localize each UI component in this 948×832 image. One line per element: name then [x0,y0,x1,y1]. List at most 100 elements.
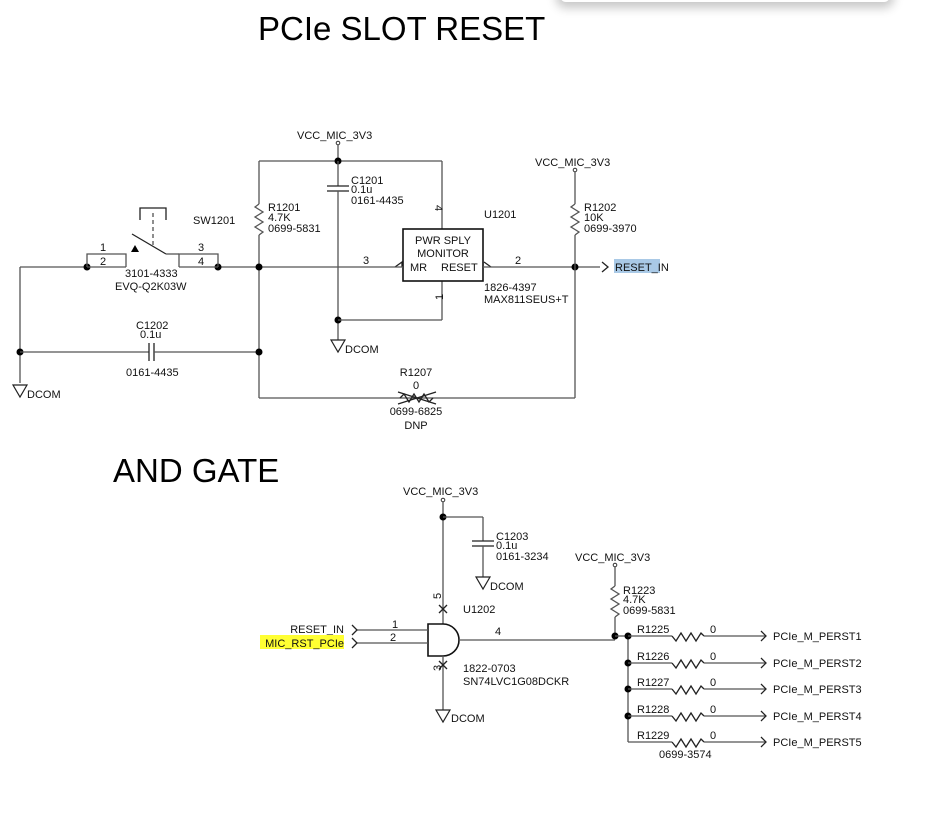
r1201-value: 4.7K [268,212,291,224]
active-low-mark-icon [483,261,492,268]
u1201-pin2-num: 2 [515,255,521,267]
c1203-value: 0.1u [496,540,517,552]
resistor-value: 0 [710,624,716,636]
sw1201-pin4: 4 [198,256,204,268]
gnd-label: DCOM [27,389,61,401]
net-port-arrow-icon [351,637,358,649]
r1207-pn: 0699-6825 [390,406,443,418]
net-label-perst[interactable]: PCIe_M_PERST2 [773,658,862,670]
resistor-icon [671,631,705,643]
resistor-icon [671,684,705,696]
net-label-perst[interactable]: PCIe_M_PERST4 [773,711,862,723]
vcc-port-icon [572,167,578,173]
vcc-port-icon [612,562,618,568]
ground-icon [329,339,347,354]
ground-icon [11,384,29,399]
resistor-icon [671,658,705,670]
c1202-value: 0.1u [140,329,161,341]
net-label-reset-in-input[interactable]: RESET_IN [290,624,344,636]
net-port-arrow-icon [760,710,767,722]
section-title-slot-reset: PCIe SLOT RESET [258,10,545,47]
r1207-ref: R1207 [400,367,432,379]
r1223-ref: R1223 [623,585,655,597]
sw1201-ref: SW1201 [193,215,235,227]
c1202-pn: 0161-4435 [126,367,179,379]
resistor-icon [671,711,705,723]
net-label-perst[interactable]: PCIe_M_PERST5 [773,737,862,749]
net-port-arrow-icon [760,736,767,748]
u1201-label-line1: PWR SPLY [415,235,472,247]
sw1201-pin3: 3 [198,242,204,254]
r1201-pn: 0699-5831 [268,223,321,235]
c1201-ref: C1201 [351,175,383,187]
u1202-ref: U1202 [463,604,495,616]
u1202-pin2-num: 2 [390,632,396,644]
switch-sw1201-icon [83,207,222,271]
u1201-value: MAX811SEUS+T [484,294,569,306]
net-label-perst[interactable]: PCIe_M_PERST1 [773,631,862,643]
resistor-ref: R1226 [637,651,669,663]
sw1201-pn: 3101-4333 [125,268,178,280]
r1207-value: 0 [413,380,419,392]
overlay-window-shadow [560,0,890,2]
r1223-pn: 0699-5831 [623,605,676,617]
r1223-value: 4.7K [623,594,646,606]
resistor-ref: R1225 [637,624,669,636]
junction-dot [255,348,263,356]
r1207-note: DNP [404,420,427,432]
active-low-mark-icon [394,260,403,268]
gnd-label: DCOM [451,713,485,725]
ic-u1201 [402,228,484,282]
r1201-ref: R1201 [268,202,300,214]
c1203-ref: C1203 [496,531,528,543]
r1202-value: 10K [584,212,604,224]
u1201-pin-reset: RESET [441,262,478,274]
vcc-port-icon [335,140,341,146]
junction-dot [255,263,263,271]
u1201-pin3-num: 3 [363,255,369,267]
u1202-pin4-num: 4 [495,626,501,638]
ground-icon [434,709,452,724]
vcc-label: VCC_MIC_3V3 [575,552,650,564]
vcc-port-icon [440,497,446,503]
resistor-r1202-icon [569,203,581,236]
u1201-pn: 1826-4397 [484,282,537,294]
net-label-reset-in[interactable]: RESET_IN [615,262,669,274]
net-label-mic-rst-pcie[interactable]: MIC_RST_PCIe [265,638,344,650]
vcc-label: VCC_MIC_3V3 [535,157,610,169]
u1201-pin1-num: 1 [434,294,446,300]
u1202-pin3-num: 3 [432,665,444,671]
resistor-value: 0 [710,651,716,663]
u1201-pin4-num: 4 [432,205,444,211]
sw1201-pin1: 1 [100,242,106,254]
reset-circuit: VCC_MIC_3V3 R1201 4.7K 0699-5831 C1201 0… [11,130,669,432]
net-label-perst[interactable]: PCIe_M_PERST3 [773,684,862,696]
resistor-r1201-icon [253,203,265,236]
r1202-pn: 0699-3970 [584,223,637,235]
c1201-pn: 0161-4435 [351,195,404,207]
u1201-label-line2: MONITOR [417,248,469,260]
resistor-ref: R1228 [637,704,669,716]
resistor-ref: R1227 [637,677,669,689]
ground-icon [474,576,492,591]
net-port-arrow-icon [760,630,767,642]
section-title-and-gate: AND GATE [113,452,279,489]
u1201-pin-mr: MR [410,262,427,274]
u1202-value: SN74LVC1G08DCKR [463,676,569,688]
and-gate-circuit: VCC_MIC_3V3 DCOM C1203 0.1u 0161-3234 5 … [260,486,862,761]
c1202-ref: C1202 [136,320,168,332]
u1202-pin1-num: 1 [392,619,398,631]
c1201-value: 0.1u [351,184,372,196]
resistor-value: 0 [710,704,716,716]
c1203-pn: 0161-3234 [496,551,549,563]
net-port-arrow-icon [601,261,610,273]
resistor-ref: R1229 [637,730,669,742]
vcc-label: VCC_MIC_3V3 [297,130,372,142]
resistor-value: 0 [710,677,716,689]
net-port-arrow-icon [760,657,767,669]
